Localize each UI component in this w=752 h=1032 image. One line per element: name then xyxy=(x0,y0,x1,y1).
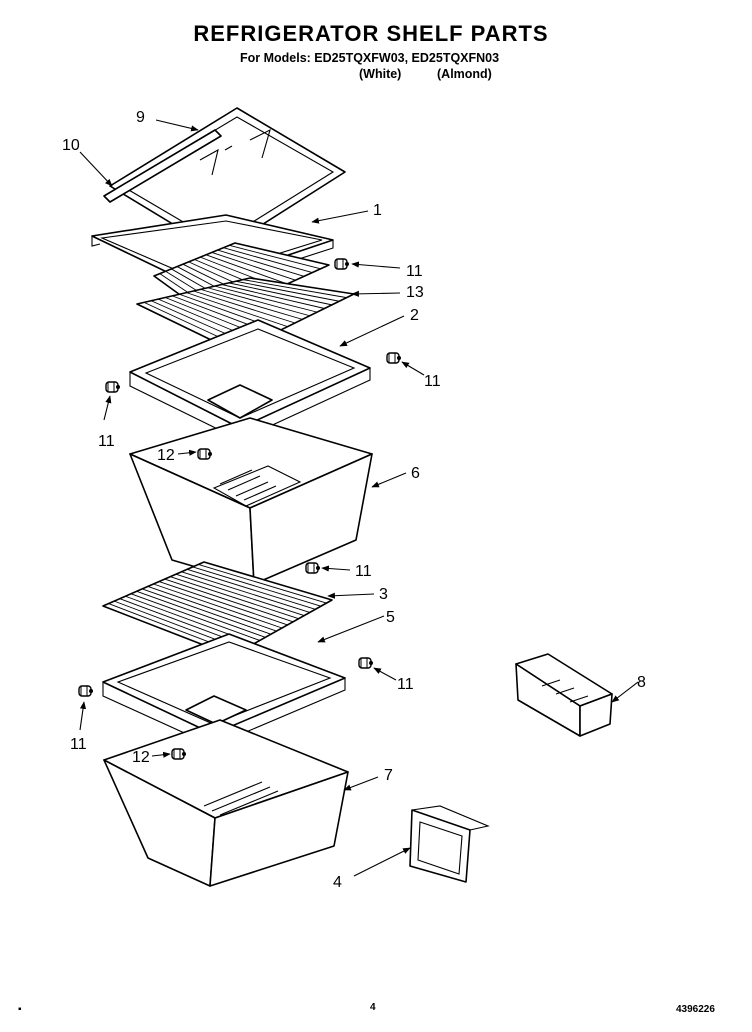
crisper-drawer-part-7 xyxy=(103,719,349,887)
callout-1: 1 xyxy=(373,202,382,219)
clip-11-c xyxy=(105,381,121,393)
models-line: For Models: ED25TQXFW03, ED25TQXFN03 xyxy=(240,51,500,65)
crisper-drawer-part-6 xyxy=(129,417,373,585)
callout-8: 8 xyxy=(637,674,646,691)
crisper-cover-part-2 xyxy=(129,319,371,441)
callout-11-d: 11 xyxy=(355,563,372,580)
page-number: 4 xyxy=(370,1002,376,1013)
variant-white-label: (White) xyxy=(359,67,402,81)
callout-4: 4 xyxy=(333,874,342,891)
callout-7: 7 xyxy=(384,767,393,784)
callout-11-f: 11 xyxy=(70,736,87,753)
crisper-cover-part-5 xyxy=(102,633,346,747)
callout-5: 5 xyxy=(386,609,395,626)
callout-9: 9 xyxy=(136,109,145,126)
callout-6: 6 xyxy=(411,465,420,482)
document-number: 4396226 xyxy=(676,1004,715,1015)
clip-11-b xyxy=(386,352,402,364)
callout-12-a: 12 xyxy=(157,447,175,464)
trim-strip-part-10 xyxy=(103,129,222,203)
callout-11-a: 11 xyxy=(406,263,423,280)
callout-13: 13 xyxy=(406,284,424,301)
page-title: REFRIGERATOR SHELF PARTS xyxy=(193,21,549,46)
callout-11-b: 11 xyxy=(424,373,441,390)
callout-3: 3 xyxy=(379,586,388,603)
callout-11-c: 11 xyxy=(98,433,115,450)
callout-12-b: 12 xyxy=(132,749,150,766)
clip-11-f xyxy=(78,685,94,697)
variant-almond-label: (Almond) xyxy=(437,67,492,81)
clip-11-e xyxy=(358,657,374,669)
footer-dot: ▪ xyxy=(18,1004,22,1015)
clip-11-d xyxy=(305,562,321,574)
dairy-bin-part-8 xyxy=(515,653,613,737)
clip-12-b xyxy=(171,748,187,760)
callout-11-e: 11 xyxy=(397,676,414,693)
clip-11-a xyxy=(334,258,350,270)
callout-10: 10 xyxy=(62,137,80,154)
callout-2: 2 xyxy=(410,307,419,324)
tray-part-4 xyxy=(409,805,490,883)
leader-lines xyxy=(79,119,639,877)
callout-labels: 9 10 1 11 13 2 11 11 12 6 11 3 5 11 8 11… xyxy=(62,109,646,891)
clip-12-a xyxy=(197,448,213,460)
